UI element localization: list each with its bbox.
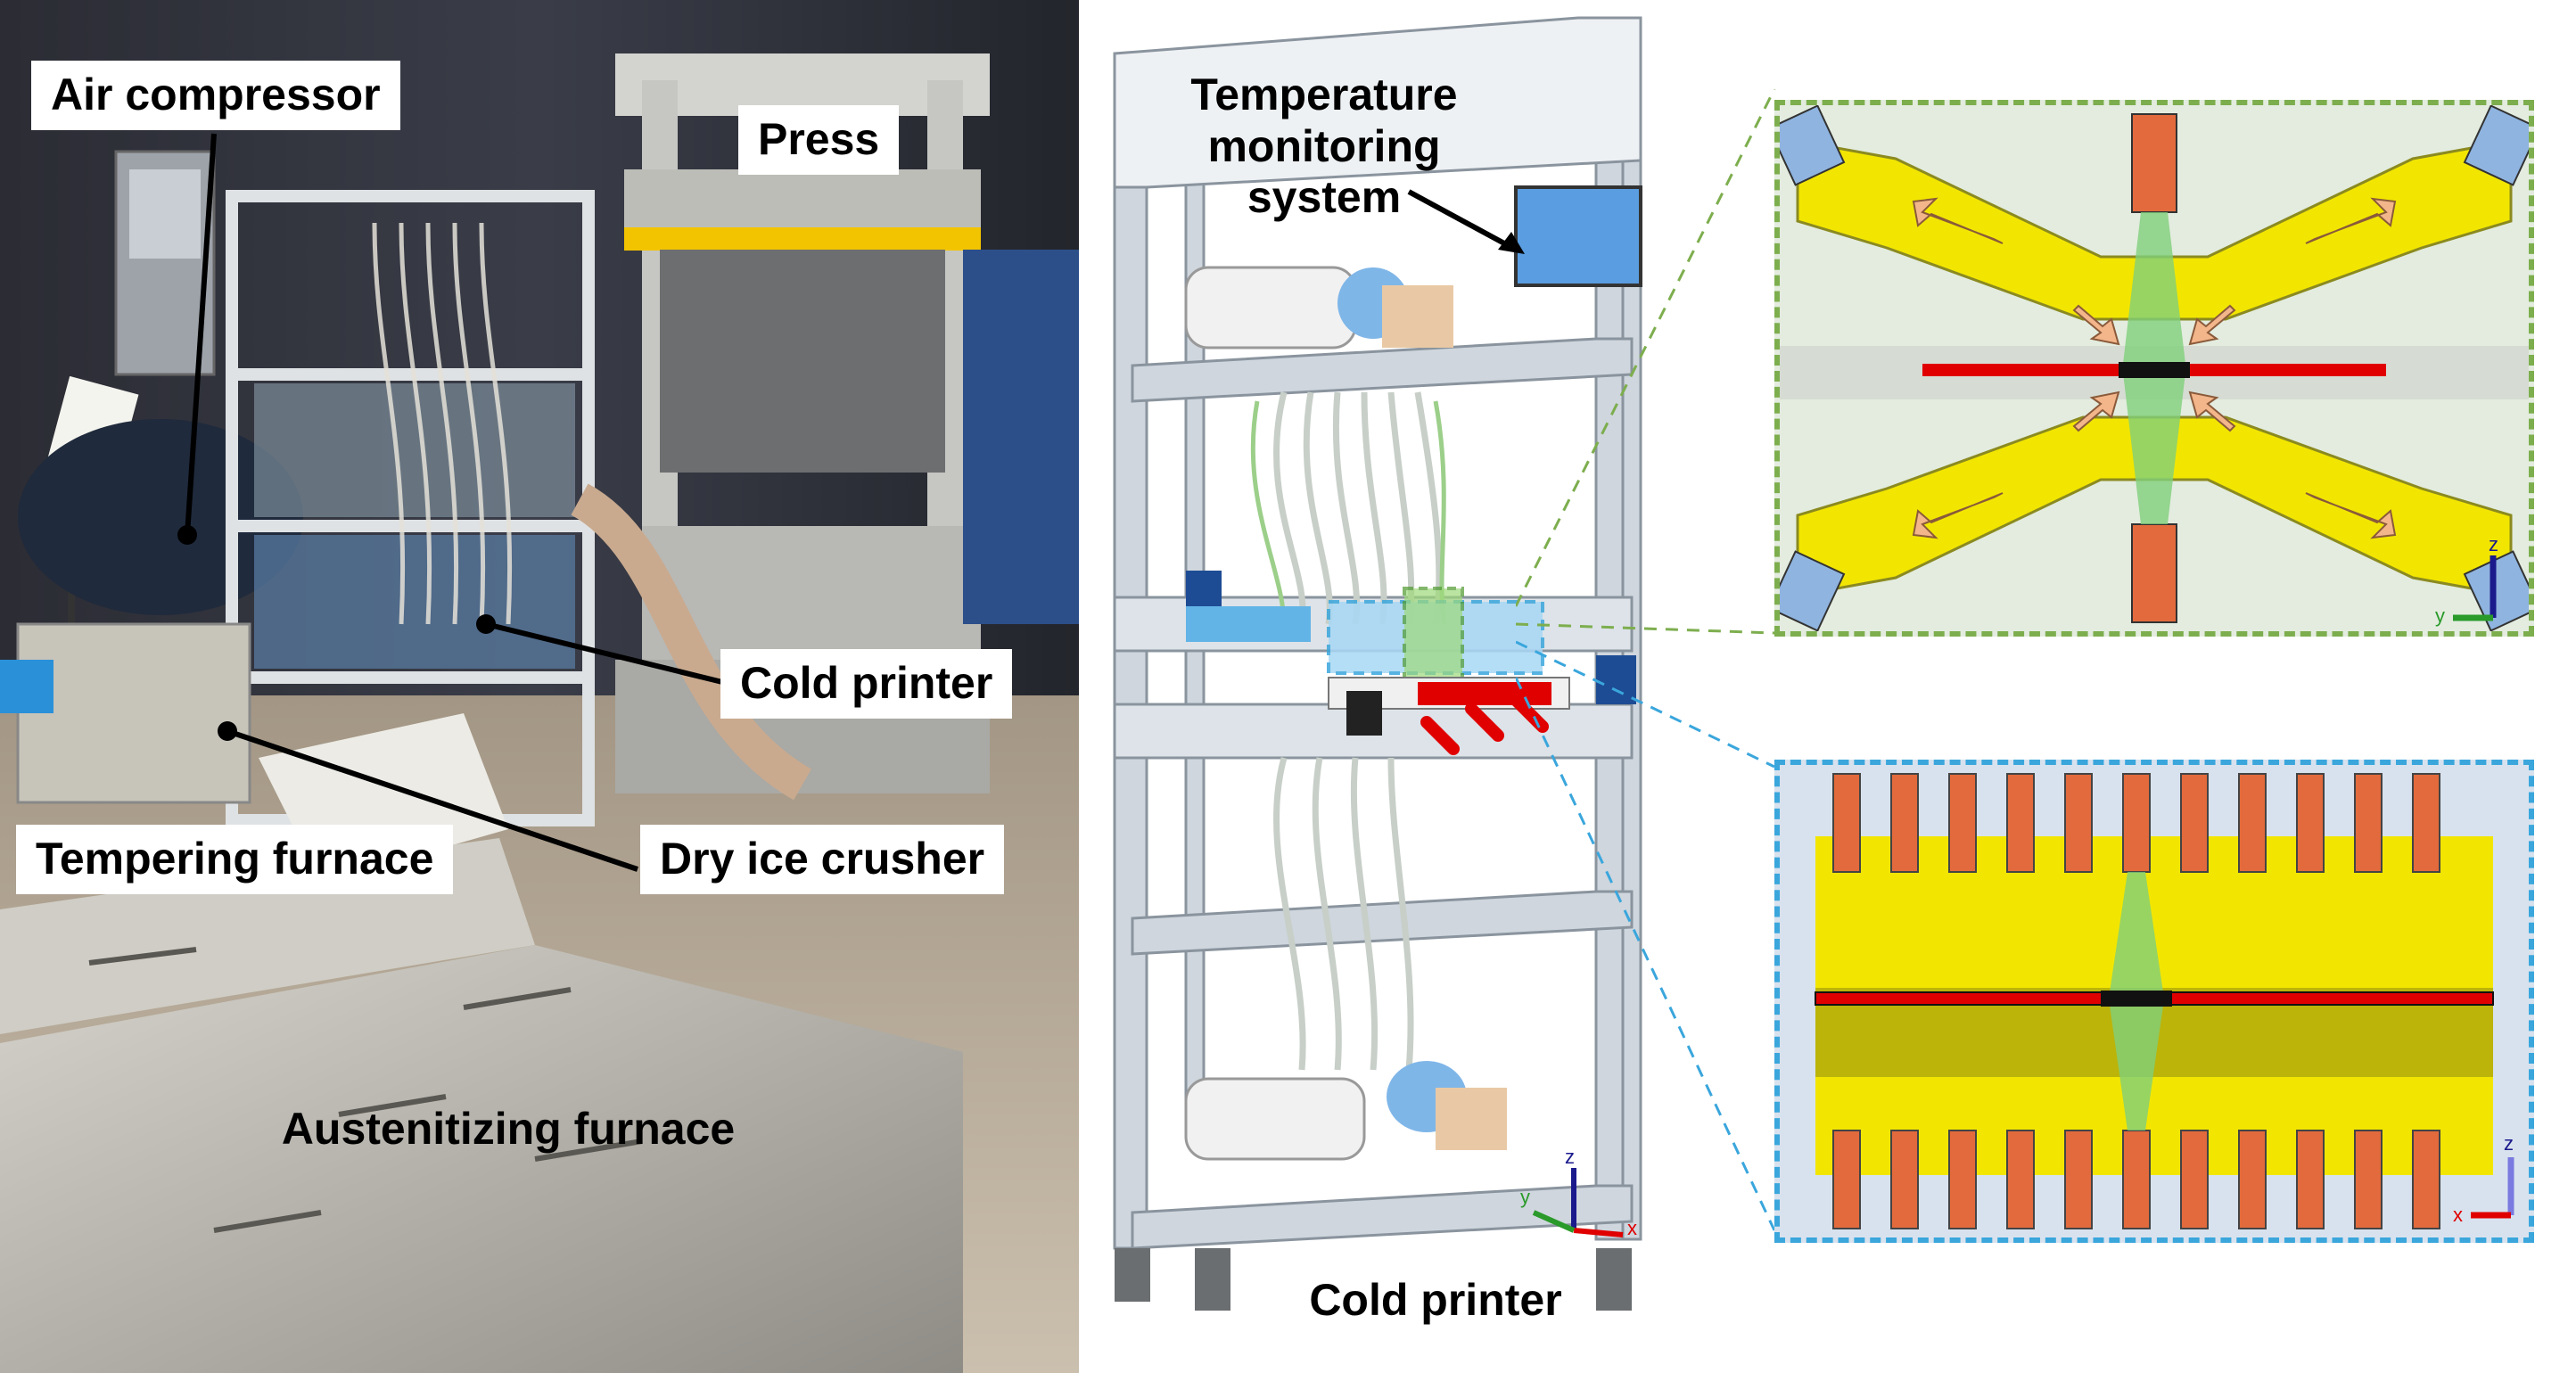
tempering-furnace-label: Tempering furnace: [16, 825, 454, 894]
leader-dry-ice-crusher: [226, 728, 638, 872]
axis-y: y: [1520, 1186, 1530, 1208]
photo-panel: Air compressor Press Cold printer Temper…: [0, 0, 1079, 1373]
red-workpiece: [1418, 682, 1551, 705]
top-nozzle-section: z y: [1780, 105, 2529, 631]
upper-spray-cone: [2123, 212, 2185, 364]
cold-printer-label: Cold printer: [720, 649, 1013, 719]
leader-cold-printer: [485, 621, 723, 685]
temperature-monitor: [1514, 185, 1642, 287]
austenitizing-furnace: [0, 945, 963, 1373]
bottom-axis-z: z: [2504, 1132, 2514, 1155]
top-axis-y: y: [2435, 604, 2445, 627]
dry-ice-crusher-label: Dry ice crusher: [640, 825, 1005, 894]
austenitizing-furnace-label: Austenitizing furnace: [281, 1104, 736, 1154]
upper-yellow-manifold: [1796, 139, 2513, 321]
dashed-green-zone: [1403, 587, 1464, 693]
lower-yellow-manifold: [1796, 415, 2513, 597]
nozzle-row: [1832, 773, 2440, 1229]
temperature-monitoring-label: Temperature monitoring system: [1137, 70, 1511, 224]
temperature-line2: monitoring system: [1207, 120, 1441, 223]
hose-bundle: [570, 483, 812, 801]
bottom-detail-panel: z x: [1774, 760, 2534, 1243]
top-detail-panel: z y: [1774, 100, 2534, 637]
zoom-connector-lines: [1516, 89, 1776, 1231]
photo-illustration: [0, 0, 1079, 1373]
axis-z: z: [1565, 1146, 1575, 1168]
press-label: Press: [738, 105, 900, 175]
bottom-axis-x: x: [2453, 1204, 2463, 1226]
lower-spray-cone: [2123, 373, 2185, 524]
axis-x: x: [1627, 1217, 1637, 1239]
air-compressor-label: Air compressor: [31, 61, 400, 130]
leader-air-compressor: [185, 133, 217, 536]
render-panel: z x y Temperature monitoring system Cold…: [1079, 0, 1757, 1373]
cold-printer-caption: Cold printer: [1309, 1275, 1562, 1325]
top-axis-z: z: [2489, 533, 2498, 555]
temperature-line1: Temperature: [1190, 70, 1458, 119]
bottom-nozzle-array: z x: [1815, 773, 2514, 1229]
cold-printer-render: z x y: [1113, 16, 1642, 1311]
